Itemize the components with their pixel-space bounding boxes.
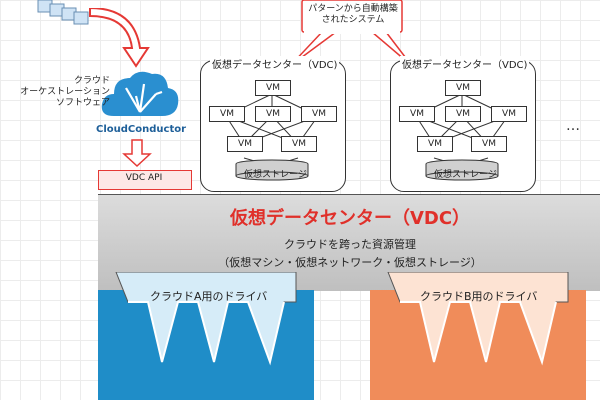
- driver-a-label: クラウドA用のドライバ: [150, 290, 268, 303]
- main-vdc-subtitle-2: （仮想マシン・仮想ネットワーク・仮想ストレージ）: [218, 256, 482, 269]
- vdc-api-box: [98, 170, 192, 190]
- vdc-1-vm: VM: [255, 106, 291, 122]
- driver-b-block: [370, 272, 586, 400]
- vdc-2-vm: VM: [399, 106, 435, 122]
- vdc-2-network: [415, 93, 509, 181]
- cloud-icon: [101, 71, 179, 116]
- main-vdc-title: 仮想データセンター（VDC）: [229, 208, 471, 229]
- document-stack-icon: [37, 0, 89, 25]
- logo-text: CloudConductor: [96, 124, 187, 135]
- vdc-2-storage-label: 仮想ストレージ: [434, 170, 497, 180]
- driver-b-label: クラウドB用のドライバ: [420, 290, 538, 303]
- main-vdc-subtitle-1: クラウドを跨った資源管理: [284, 238, 416, 251]
- callout-text: パターンから自動構築 されたシステム: [308, 4, 398, 25]
- vdc-1-vm: VM: [255, 80, 291, 96]
- vdc-1-vm: VM: [301, 106, 337, 122]
- deploy-arrow: [89, 8, 150, 68]
- more-ellipsis: …: [566, 118, 582, 134]
- vdc-2-vm: VM: [471, 136, 507, 152]
- vdc-1-vm: VM: [227, 136, 263, 152]
- driver-a-block: [98, 272, 314, 400]
- vdc-2-title: 仮想データセンター（VDC): [400, 56, 530, 71]
- vdc-2-vm: VM: [445, 80, 481, 96]
- vdc-2-vm: VM: [445, 106, 481, 122]
- vdc-1-vm: VM: [281, 136, 317, 152]
- api-arrow: [122, 139, 152, 168]
- vdc-1-vm: VM: [209, 106, 245, 122]
- vdc-1-storage-label: 仮想ストレージ: [244, 170, 307, 180]
- vdc-2-vm: VM: [491, 106, 527, 122]
- vdc-2-vm: VM: [417, 136, 453, 152]
- vdc-api-label: VDC API: [125, 173, 163, 183]
- orchestration-label: クラウド オーケストレーション ソフトウェア: [20, 76, 110, 108]
- vdc-1-title: 仮想データセンター（VDC): [210, 56, 340, 71]
